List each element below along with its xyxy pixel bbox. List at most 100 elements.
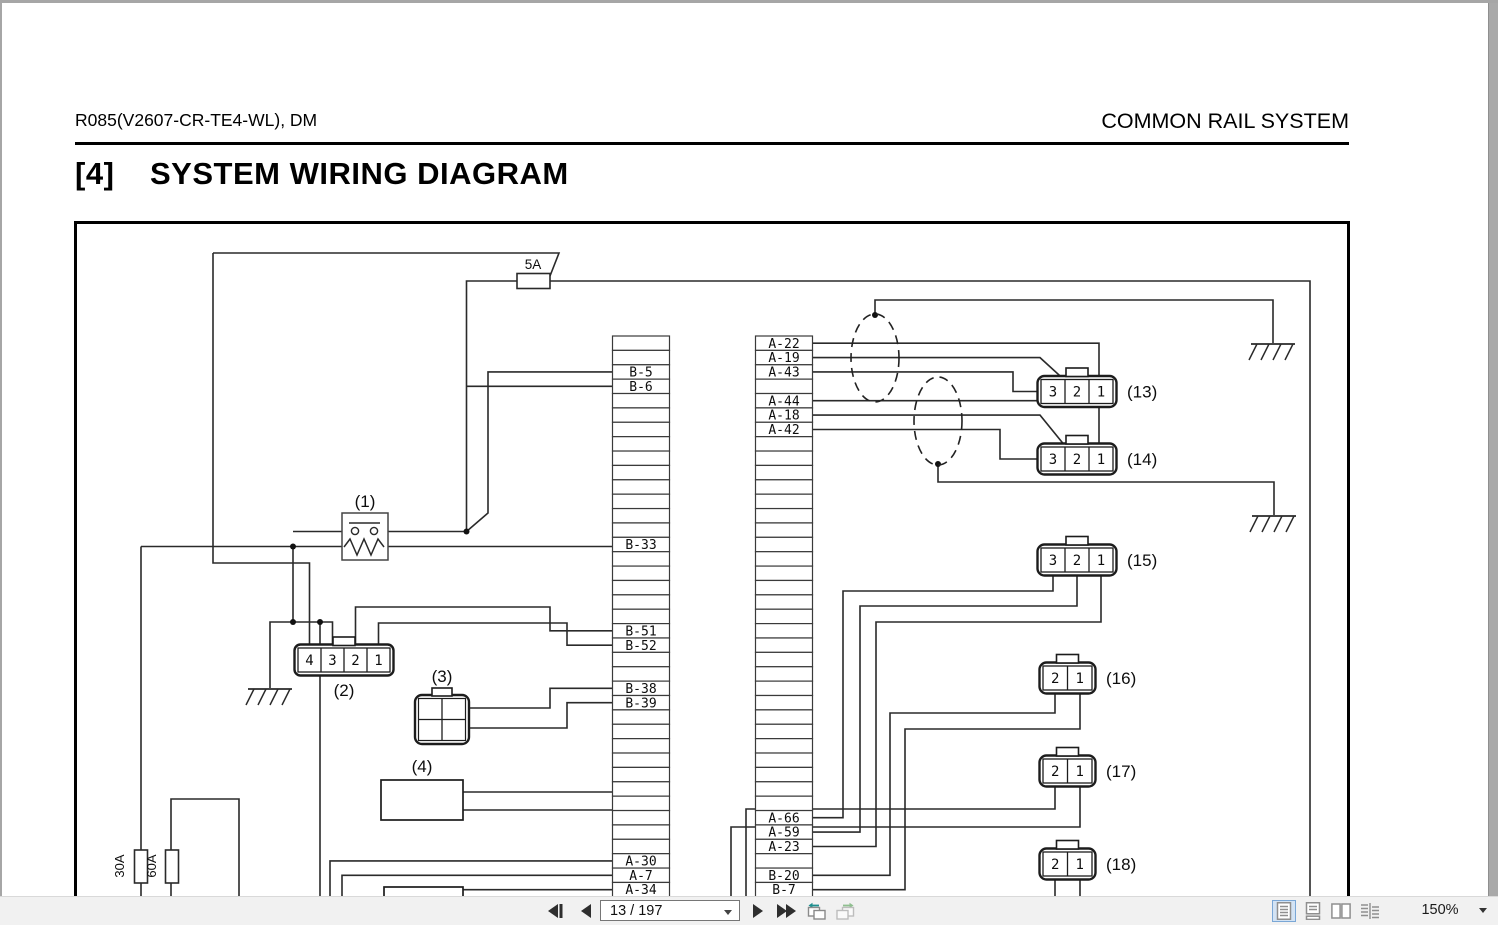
diagram-frame (74, 221, 1350, 925)
heading-text: SYSTEM WIRING DIAGRAM (150, 156, 569, 191)
previous-view-icon (807, 902, 826, 920)
svg-text:(13): (13) (1127, 383, 1157, 402)
svg-text:2: 2 (1051, 857, 1059, 873)
svg-text:(16): (16) (1106, 669, 1136, 688)
continuous-scroll-icon (1305, 902, 1321, 920)
svg-text:B-5: B-5 (629, 366, 652, 381)
first-page-icon (548, 904, 563, 918)
svg-text:(2): (2) (334, 681, 355, 700)
svg-text:3: 3 (1049, 452, 1057, 468)
svg-text:2: 2 (1073, 452, 1081, 468)
svg-text:(3): (3) (432, 667, 453, 686)
sensor-component-3: (3) (413, 667, 471, 746)
svg-text:B-33: B-33 (625, 538, 656, 553)
svg-text:3: 3 (1049, 385, 1057, 401)
svg-text:3: 3 (1049, 553, 1057, 569)
fuses: 5A 30A 60A (112, 257, 551, 884)
connector-17: 2 1 (17) (1038, 746, 1136, 788)
svg-text:4: 4 (305, 653, 313, 669)
svg-text:B-39: B-39 (625, 696, 656, 711)
ground-symbol (1249, 515, 1296, 533)
svg-text:1: 1 (1076, 764, 1084, 780)
svg-text:1: 1 (1097, 385, 1105, 401)
last-page-icon (776, 904, 796, 918)
window-chrome-top (0, 0, 1498, 3)
svg-text:A-34: A-34 (625, 883, 656, 898)
shielded-wire-symbols (850, 313, 963, 466)
svg-text:1: 1 (1097, 553, 1105, 569)
svg-text:A-44: A-44 (768, 394, 799, 409)
zoom-level[interactable]: 150% (1421, 902, 1459, 918)
wiring (140, 252, 1311, 897)
relay-component: (1) (341, 492, 389, 561)
svg-text:(4): (4) (412, 757, 433, 776)
section-title: COMMON RAIL SYSTEM (1101, 109, 1349, 133)
page-dropdown-caret-icon[interactable] (724, 910, 732, 915)
previous-view-button[interactable] (803, 901, 829, 921)
previous-page-icon (581, 904, 591, 918)
svg-text:B-38: B-38 (625, 682, 656, 697)
next-page-icon (753, 904, 763, 918)
svg-text:(17): (17) (1106, 762, 1136, 781)
svg-text:A-22: A-22 (768, 337, 799, 352)
window-chrome-left (0, 0, 2, 925)
svg-text:A-18: A-18 (768, 409, 799, 424)
svg-text:2: 2 (1051, 764, 1059, 780)
svg-text:(18): (18) (1106, 855, 1136, 874)
header-rule (75, 142, 1349, 145)
svg-text:B-7: B-7 (772, 883, 795, 898)
two-page-view-button[interactable] (1329, 900, 1353, 922)
svg-text:A-30: A-30 (625, 854, 656, 869)
two-page-scroll-icon (1361, 903, 1379, 919)
document-code: R085(V2607-CR-TE4-WL), DM (75, 110, 318, 130)
pdf-toolbar: 13 / 197 (0, 896, 1498, 925)
svg-text:A-23: A-23 (768, 840, 799, 855)
svg-text:B-52: B-52 (625, 639, 656, 654)
svg-text:2: 2 (1073, 553, 1081, 569)
svg-text:A-19: A-19 (768, 351, 799, 366)
vertical-scrollbar[interactable] (1488, 3, 1498, 897)
two-page-icon (1331, 903, 1351, 919)
svg-text:(14): (14) (1127, 450, 1157, 469)
svg-text:B-6: B-6 (629, 380, 652, 395)
page-indicator: 13 / 197 (610, 903, 663, 919)
single-page-icon (1276, 902, 1292, 920)
svg-text:1: 1 (374, 653, 382, 669)
ground-symbol (1248, 343, 1295, 361)
svg-text:A-42: A-42 (768, 423, 799, 438)
svg-text:5A: 5A (525, 257, 542, 272)
next-page-button[interactable] (746, 901, 770, 921)
previous-page-button[interactable] (574, 901, 598, 921)
svg-text:(1): (1) (355, 492, 376, 511)
ground-symbol (245, 688, 292, 706)
svg-text:1: 1 (1097, 452, 1105, 468)
zoom-dropdown-caret-icon[interactable] (1479, 908, 1487, 913)
last-page-button[interactable] (774, 901, 798, 921)
svg-text:30A: 30A (112, 854, 127, 877)
first-page-button[interactable] (543, 901, 567, 921)
single-page-view-button[interactable] (1272, 900, 1296, 922)
svg-text:2: 2 (1051, 671, 1059, 687)
module-component-4: (4) (380, 757, 464, 821)
heading-number: [4] (75, 156, 115, 191)
continuous-scroll-view-button[interactable] (1301, 900, 1325, 922)
ecu-right-pin-column: A-22A-19A-43A-44A-18A-42A-66A-59A-23B-20… (754, 335, 814, 898)
next-view-button[interactable] (833, 901, 859, 921)
svg-text:2: 2 (351, 653, 359, 669)
page-number-input[interactable]: 13 / 197 (600, 900, 740, 921)
svg-text:60A: 60A (144, 854, 159, 877)
svg-text:1: 1 (1076, 671, 1084, 687)
connector-16: 2 1 (16) (1038, 653, 1136, 695)
svg-text:(15): (15) (1127, 551, 1157, 570)
svg-text:B-20: B-20 (768, 869, 799, 884)
svg-text:A-59: A-59 (768, 826, 799, 841)
svg-text:B-51: B-51 (625, 624, 656, 639)
ecu-left-pin-column: B-5B-6B-33B-51B-52B-38B-39A-30A-7A-34 (611, 335, 671, 898)
two-page-scroll-view-button[interactable] (1358, 900, 1382, 922)
